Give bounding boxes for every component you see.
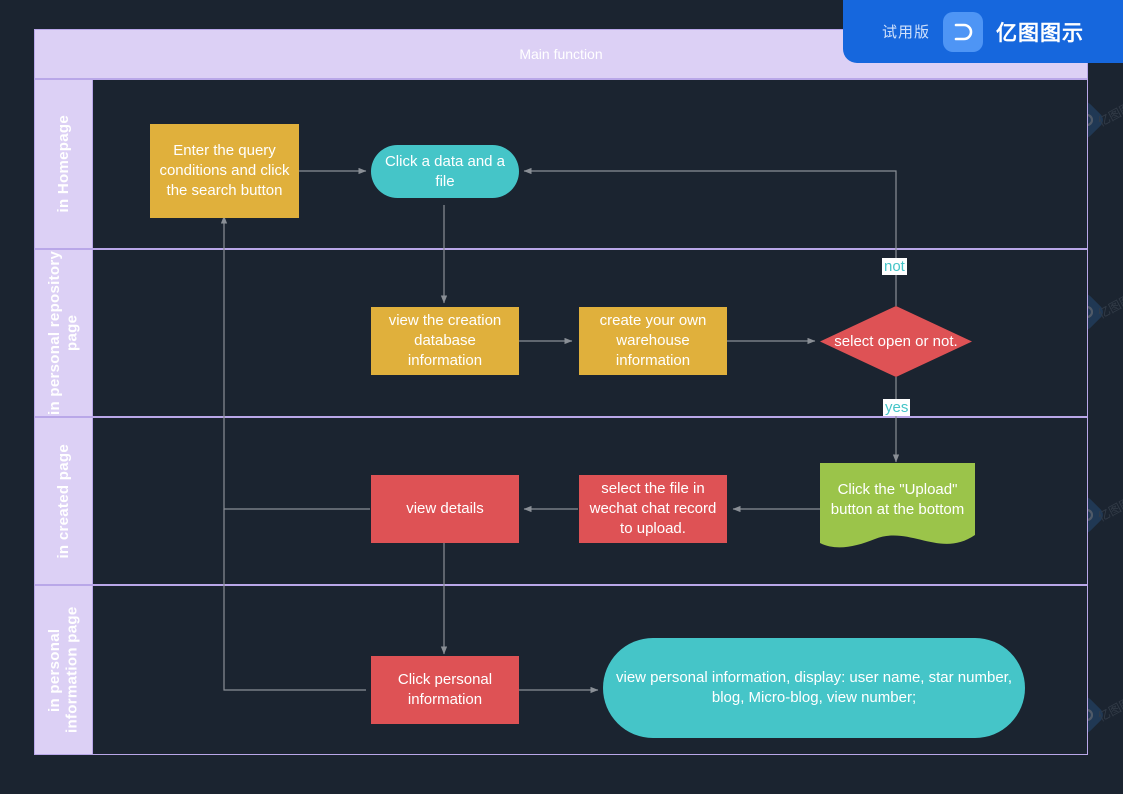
node-label: create your own warehouse information [599, 312, 707, 369]
edge-label-not: not [882, 258, 907, 276]
lane-label-text: in personal information page [46, 606, 81, 734]
node-click-data-and-file[interactable]: Click a data and a file [371, 145, 519, 198]
node-label: view personal information, display: user… [615, 669, 1013, 706]
node-select-file-wechat-record[interactable]: select the file in wechat chat record to… [579, 475, 727, 543]
node-select-open-or-not[interactable]: select open or not. [820, 306, 972, 377]
edraw-logo-icon [943, 11, 983, 52]
edge-label-yes: yes [883, 399, 911, 417]
node-label: Click the "Upload" button at the bottom [830, 481, 965, 518]
node-label: select open or not. [834, 332, 958, 350]
page-title: Main function [519, 46, 603, 62]
node-create-own-warehouse-information[interactable]: create your own warehouse information [579, 307, 727, 375]
diamond-shape [820, 306, 972, 377]
lane-label-text: in personal repository page [46, 250, 81, 416]
trial-label: 试用版 [881, 24, 930, 41]
node-label: Click a data and a file [384, 152, 506, 190]
watermark-tile-text: 亿图图示 [1095, 689, 1123, 725]
node-click-personal-information[interactable]: Click personal information [371, 656, 519, 724]
lane-label-text: in Homepage [54, 115, 72, 213]
brand-name: 亿图图示 [996, 21, 1084, 45]
node-view-creation-database-information[interactable]: view the creation database information [371, 307, 519, 375]
node-label: Click personal information [397, 671, 493, 708]
trial-watermark-banner: 试用版 亿图图示 [843, 0, 1123, 63]
node-label: Enter the query conditions and click the… [159, 142, 290, 199]
node-label: select the file in wechat chat record to… [589, 480, 717, 537]
watermark-tile-text: 亿图图示 [1095, 489, 1123, 525]
node-click-upload-button[interactable]: Click the "Upload" button at the bottom [820, 463, 975, 551]
watermark-tile-text: 亿图图示 [1095, 94, 1123, 130]
node-label: view the creation database information [388, 312, 502, 369]
document-shape [820, 463, 975, 548]
lane-label-created: in created page [35, 418, 93, 584]
lane-label-personal-information: in personal information page [35, 586, 93, 754]
node-enter-query-conditions[interactable]: Enter the query conditions and click the… [150, 124, 299, 218]
node-view-details[interactable]: view details [371, 475, 519, 543]
lane-label-homepage: in Homepage [35, 80, 93, 248]
watermark-tile-text: 亿图图示 [1095, 286, 1123, 322]
lane-label-personal-repository: in personal repository page [35, 250, 93, 416]
lane-label-text: in created page [54, 443, 72, 559]
node-view-personal-information-display[interactable]: view personal information, display: user… [603, 638, 1025, 738]
node-label: view details [406, 500, 484, 518]
